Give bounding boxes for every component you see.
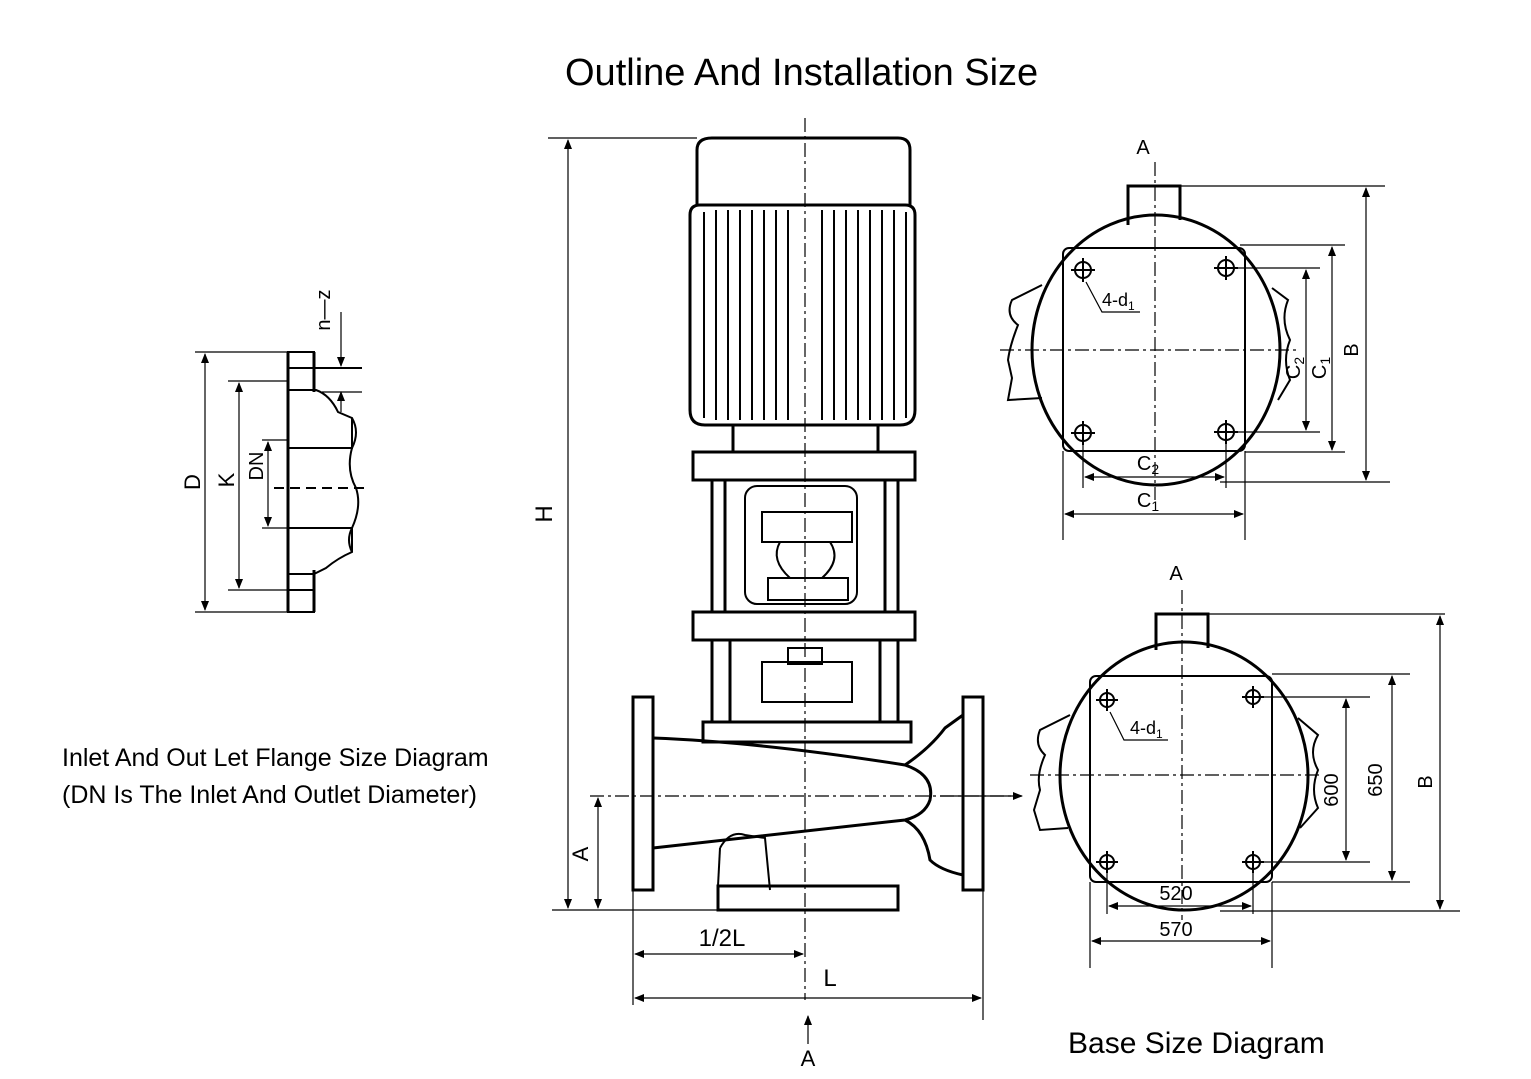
flange-label-nz: n—z xyxy=(313,289,335,330)
motor-body xyxy=(688,203,917,427)
top-view-label-B: B xyxy=(1341,343,1363,356)
top-view: A 4-d1 xyxy=(1000,137,1390,540)
flange-caption-line-1: Inlet And Out Let Flange Size Diagram xyxy=(62,744,489,772)
pump-foot xyxy=(716,884,900,912)
flange-hub-upper xyxy=(287,389,353,449)
inlet-flange xyxy=(631,695,655,892)
pump-flange-plate xyxy=(691,610,917,642)
elevation-label-L: L xyxy=(823,965,836,992)
coupling-housing xyxy=(710,480,900,612)
base-view-dim-600: 600 xyxy=(1321,773,1343,806)
elevation-section-mark-A: A xyxy=(801,1046,816,1071)
flange-label-K: K xyxy=(214,472,239,487)
motor-flange-plate xyxy=(691,450,917,482)
base-view: A 4-d1 xyxy=(1030,563,1460,968)
elevation-label-half-L: 1/2L xyxy=(699,925,746,952)
pump-elevation-view: H A 1/2L L A xyxy=(531,118,1023,1071)
outlet-flange xyxy=(961,695,985,892)
base-view-dim-650: 650 xyxy=(1365,763,1387,796)
flange-section-diagram: D K DN n—z xyxy=(180,289,368,613)
top-view-bolt-holes xyxy=(1071,256,1238,445)
base-view-dim-570: 570 xyxy=(1159,919,1192,941)
flange-label-D: D xyxy=(180,474,205,490)
top-view-mount-plate xyxy=(1062,247,1246,452)
motor-cooling-fins xyxy=(703,210,907,420)
top-view-casing-circle xyxy=(1030,213,1282,487)
base-view-mount-plate xyxy=(1089,675,1273,883)
base-view-bolt-holes xyxy=(1096,686,1264,873)
base-view-holes-label: 4-d1 xyxy=(1130,718,1163,741)
elevation-label-H: H xyxy=(531,505,558,522)
base-view-label-B: B xyxy=(1415,775,1437,788)
base-view-dim-520: 520 xyxy=(1159,883,1192,905)
base-view-casing-circle xyxy=(1058,640,1310,912)
page-title: Outline And Installation Size xyxy=(565,52,1039,94)
flange-label-DN: DN xyxy=(246,452,268,481)
top-view-label-C1-horizontal: C1 xyxy=(1137,490,1159,514)
flange-caption-line-2: (DN Is The Inlet And Outlet Diameter) xyxy=(62,781,477,809)
flange-body-lower xyxy=(287,589,315,613)
top-view-section-mark-A: A xyxy=(1136,137,1150,159)
top-view-label-C2-vertical: C2 xyxy=(1283,357,1307,379)
motor-cap xyxy=(695,136,912,205)
flange-body-upper xyxy=(287,351,315,369)
top-view-holes-label: 4-d1 xyxy=(1102,290,1135,313)
pump-casing-top xyxy=(701,720,913,744)
base-view-section-mark-A: A xyxy=(1169,563,1183,585)
top-view-label-C2-horizontal: C2 xyxy=(1137,453,1159,477)
top-view-label-C1-vertical: C1 xyxy=(1309,357,1333,379)
flange-diagram-caption: Inlet And Out Let Flange Size Diagram (D… xyxy=(62,740,489,814)
flange-hub-lower xyxy=(287,527,353,575)
base-diagram-caption: Base Size Diagram xyxy=(1068,1027,1325,1060)
elevation-label-A: A xyxy=(568,846,593,861)
pump-volute xyxy=(652,736,933,850)
